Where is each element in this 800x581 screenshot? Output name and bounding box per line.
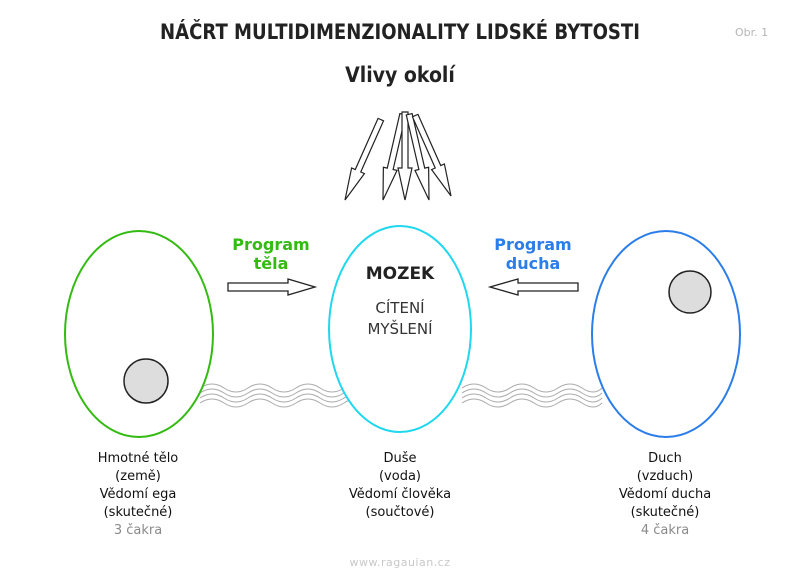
- caption-spirit-l4: (skutečné): [630, 505, 700, 520]
- caption-soul-l3: Vědomí člověka: [348, 487, 452, 502]
- caption-spirit: Duch (vzduch) Vědomí ducha (skutečné) 4 …: [585, 450, 745, 540]
- caption-soul-l2: (voda): [378, 469, 421, 484]
- program-spirit-line2: ducha: [505, 254, 561, 273]
- spirit-core-circle: [668, 270, 712, 314]
- caption-spirit-l3: Vědomí ducha: [618, 487, 712, 502]
- footer-website: www.ragauian.cz: [349, 556, 451, 569]
- wave-connector-left: [199, 383, 365, 408]
- caption-spirit-chakra: 4 čakra: [640, 523, 690, 538]
- subtitle-influences: Vlivy okolí: [345, 63, 455, 87]
- caption-body: Hmotné tělo (země) Vědomí ega (skutečné)…: [58, 450, 218, 540]
- program-spirit-line1: Program: [494, 235, 572, 254]
- program-body-line1: Program: [232, 235, 310, 254]
- program-spirit-label: Program ducha: [478, 235, 588, 273]
- caption-body-l1: Hmotné tělo: [97, 451, 179, 466]
- influence-arrows-icon: [344, 111, 452, 201]
- body-ellipse: [64, 230, 214, 438]
- caption-soul: Duše (voda) Vědomí člověka (součtové): [320, 450, 480, 522]
- caption-spirit-l2: (vzduch): [636, 469, 694, 484]
- soul-ellipse: [328, 225, 472, 433]
- arrow-left-icon: [487, 278, 579, 296]
- body-core-circle: [123, 358, 169, 404]
- brain-title: MOZEK: [365, 264, 435, 284]
- brain-thinking: MYŠLENÍ: [367, 320, 433, 338]
- caption-body-l4: (skutečné): [103, 505, 173, 520]
- program-body-label: Program těla: [216, 235, 326, 273]
- caption-soul-l4: (součtové): [365, 505, 435, 520]
- caption-body-l2: (země): [115, 469, 161, 484]
- spirit-ellipse: [591, 230, 741, 438]
- caption-spirit-l1: Duch: [648, 451, 682, 466]
- caption-body-l3: Vědomí ega: [99, 487, 177, 502]
- arrow-right-icon: [227, 278, 318, 296]
- caption-soul-l1: Duše: [383, 451, 417, 466]
- caption-body-chakra: 3 čakra: [113, 523, 163, 538]
- wave-connector-right: [461, 383, 603, 408]
- page-title: NÁČRT MULTIDIMENZIONALITY LIDSKÉ BYTOSTI: [160, 20, 640, 44]
- brain-feeling: CÍTENÍ: [375, 299, 425, 317]
- figure-label: Obr. 1: [735, 26, 769, 39]
- program-body-line2: těla: [253, 254, 289, 273]
